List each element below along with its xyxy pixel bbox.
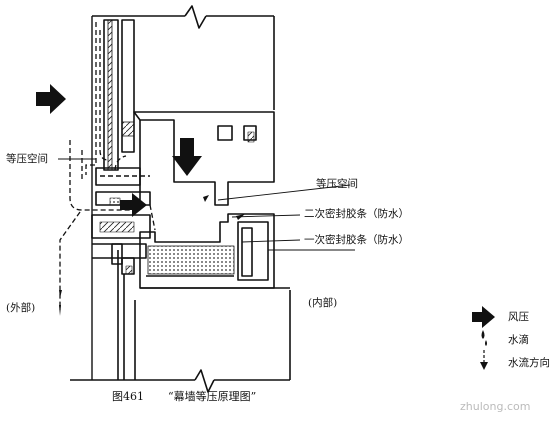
water-drip-icon <box>481 330 487 346</box>
watermark: zhulong.com <box>460 400 531 413</box>
label-outside: (外部) <box>6 302 36 314</box>
water-flow-arrow-icon <box>480 350 488 370</box>
label-pressure-space-right: 等压空间 <box>316 178 358 190</box>
wind-arrow-icon <box>120 193 147 217</box>
wind-arrow-icon <box>36 84 66 114</box>
wind-arrow-icon <box>472 306 495 328</box>
label-pressure-space-left: 等压空间 <box>6 153 48 165</box>
legend-wind: 风压 <box>508 311 529 323</box>
label-primary-seal: 一次密封胶条（防水） <box>304 234 409 246</box>
wind-arrow-icon <box>172 138 202 176</box>
label-secondary-seal: 二次密封胶条（防水） <box>304 208 409 220</box>
break-line-icon <box>92 5 274 29</box>
legend-drip: 水滴 <box>508 334 529 346</box>
label-inside: (内部) <box>308 297 338 309</box>
caption-title: “幕墙等压原理图” <box>168 390 257 403</box>
legend-flow: 水流方向 <box>508 357 550 369</box>
caption-figure-number: 图461 <box>112 390 144 403</box>
break-line-icon <box>70 369 290 393</box>
